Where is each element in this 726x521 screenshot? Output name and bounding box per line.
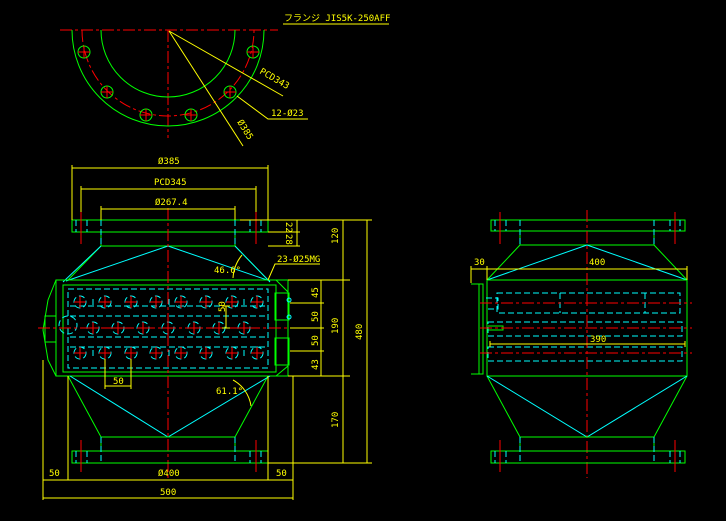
dim-flange-od-text: Ø385: [158, 156, 180, 167]
dim-total-width-text: 500: [160, 488, 176, 498]
dim-side-left-text: 50: [49, 469, 60, 479]
top-flange-bolt-centerlines: [80, 212, 257, 244]
holes-leader: [236, 95, 308, 120]
side-horizontal-centerlines: [480, 302, 692, 354]
front-view: [38, 208, 300, 478]
dim-side-width-text: 400: [589, 258, 605, 268]
lower-transition-outline: [67, 375, 269, 438]
pcd-leader: [168, 30, 284, 97]
dim-pcd-text: PCD345: [154, 178, 187, 188]
left-fitting: [44, 315, 57, 343]
dim-pcd: [80, 186, 257, 212]
side-top-bolt-centerlines: [499, 212, 676, 244]
right-nozzle-upper: [274, 292, 290, 321]
side-lower-transition: [486, 375, 688, 438]
dim-bottom-dia-text: Ø400: [158, 468, 180, 479]
dim-side-right-text: 50: [276, 469, 287, 479]
dim-pitch-v: [222, 305, 230, 329]
nozzle-note-leader: [267, 263, 320, 281]
side-bottom-flange: [490, 450, 686, 464]
dim-inner-dia-text: Ø267.4: [155, 197, 188, 208]
side-top-flange-hidden: [494, 220, 681, 245]
dim-side-width: [470, 266, 688, 283]
dim-flange-od: [71, 165, 269, 220]
pcd-label: PCD343: [258, 67, 291, 92]
upper-transition-hidden: [62, 245, 271, 283]
dim-side-offset-text: 30: [474, 258, 485, 268]
dim-pitch-h: [104, 359, 132, 389]
dim-total-height: [343, 219, 372, 464]
flange-leaders: [168, 30, 308, 147]
angle-upper-arc: [232, 254, 243, 279]
main-body-right-end: [275, 279, 289, 377]
flange-pcd-arc: [81, 29, 255, 117]
dim-total-height-text: 480: [355, 324, 365, 340]
nozzle-hole-marks: [286, 297, 292, 320]
bottom-flange-hidden: [75, 437, 262, 463]
main-body-left-bulge: [42, 279, 57, 377]
right-nozzle-lower: [274, 337, 290, 366]
side-bottom-bolt-centerlines: [499, 440, 676, 472]
bolt-hole-crosshairs: [78, 46, 259, 121]
dim-bottom-chain: [42, 360, 294, 500]
dim-seg4-text: 43: [311, 359, 321, 370]
title-note: フランジ JIS5K-250AFF: [283, 13, 390, 25]
side-view: [471, 210, 692, 478]
holes-label: 12-Ø23: [271, 108, 304, 119]
dim-lower-height-text: 170: [331, 412, 341, 428]
side-bottom-flange-hidden: [494, 437, 681, 463]
dim-seg2-text: 50: [311, 311, 321, 322]
dim-pitch-h-text: 50: [113, 377, 124, 387]
dim-upper-height-text: 120: [331, 228, 341, 244]
flange-half-view: PCD343 12-Ø23 Ø385: [60, 29, 308, 147]
dim-flange-thk-text: 22: [283, 222, 293, 233]
bottom-flange-bolt-centerlines: [80, 440, 257, 472]
flange-outer-arc: [71, 29, 265, 127]
side-tube-lower: [487, 346, 683, 362]
nozzle-note-text: 23-Ø25MG: [277, 254, 320, 265]
side-upper-transition: [486, 244, 688, 281]
dim-neck-height-text: 28: [283, 234, 293, 245]
dim-seg1-text: 45: [311, 287, 321, 298]
side-upper-transition-hidden: [486, 244, 688, 281]
dim-pitch-v-text: 50: [218, 301, 228, 312]
left-fitting-hidden-circle: [58, 315, 78, 335]
side-left-plate: [471, 283, 484, 375]
dim-side-inner-text: 390: [590, 335, 606, 345]
flange-inner-arc: [100, 29, 236, 98]
dim-inner-dia: [100, 206, 236, 220]
angle-lower-arc: [232, 379, 252, 407]
angle-upper-text: 46.6°: [214, 266, 241, 276]
title-note-text: フランジ JIS5K-250AFF: [284, 13, 390, 24]
dim-mid-height-text: 190: [331, 318, 341, 334]
dim-seg3-text: 50: [311, 335, 321, 346]
flange-bolt-holes: [77, 45, 260, 122]
side-view-dimensions: 30 400 390: [470, 258, 688, 347]
side-tube-middle: [487, 321, 683, 337]
angle-lower-text: 61.1°: [216, 387, 243, 397]
front-view-dimensions: Ø385 PCD345 Ø267.4 22 28 120 190 170 480…: [42, 156, 372, 500]
dim-segment-chain: [288, 279, 324, 377]
od-leader: [168, 30, 244, 147]
tube-slot-marks: [92, 299, 245, 356]
dim-side-inner: [489, 341, 686, 347]
top-flange-hidden: [75, 220, 262, 246]
